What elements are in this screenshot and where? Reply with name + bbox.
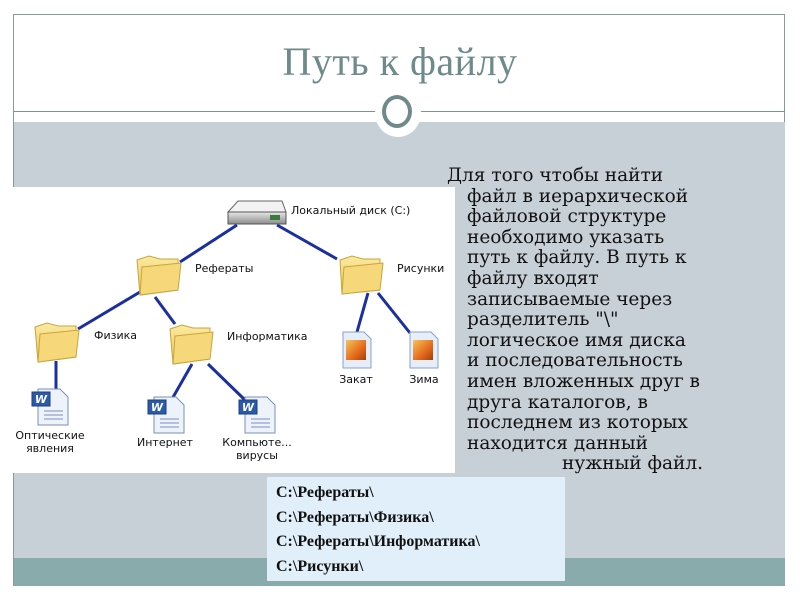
connector-line [179,223,238,264]
svg-text:W: W [242,401,255,414]
slide-title: Путь к файлу [282,39,518,84]
path-example: C:\Рефераты\Информатика\ [276,533,480,550]
image-file-icon [342,331,372,369]
connector-line [355,292,370,333]
description-line: необходимо указать [467,226,665,248]
connector-line [276,223,338,261]
description-line: разделитель "\" [467,309,619,331]
path-example: C:\Рисунки\ [276,557,364,575]
description-line: логическое имя диска [467,329,686,351]
file-label-line: Оптические [15,429,85,442]
file-label-line: явления [26,442,74,455]
word-document-icon: W [31,388,69,426]
file-label: Интернет [125,436,205,449]
file-label-line: Закат [339,373,373,386]
connector-lines [54,223,412,402]
circle-ornament-icon [382,95,412,128]
svg-text:W: W [151,401,164,414]
file-label-line: Компьюте... [222,436,292,449]
drive-label: Локальный диск (C:) [291,204,411,217]
connector-line [206,362,247,402]
path-example: C:\Рефераты\Физика\ [276,508,434,526]
folder-label: Физика [94,329,138,342]
description-line: нужный файл. [562,453,703,475]
description-line: друга каталогов, в [467,391,648,413]
description-line: файлу входят [467,267,599,289]
description-line: записываемые через [467,288,673,310]
connector-line [170,363,194,400]
path-examples-box: C:\Рефераты\ C:\Рефераты\Физика\ C:\Рефе… [267,477,565,581]
image-file-icon [409,331,439,369]
tree-connectors: W W W [31,200,439,434]
connector-line [153,296,177,325]
description-text: Для того чтобы найти файл в иерархическо… [447,165,767,475]
folder-label: Информатика [227,330,308,343]
svg-text:W: W [35,393,48,406]
path-example: C:\Рефераты\ [276,484,374,501]
hard-drive-icon [226,200,287,225]
description-line: находится данный [467,432,648,454]
folder-icon [169,324,214,365]
folder-label: Рефераты [195,262,254,275]
description-line: файловой структуре [467,206,667,228]
file-label: Компьюте... вирусы [212,436,302,462]
description-line: Для того чтобы найти [447,165,664,186]
connector-line [77,290,141,331]
file-label-line: Интернет [137,436,193,449]
word-document-icon: W [238,396,276,434]
file-label-line: Зима [409,373,439,386]
word-document-icon: W [147,396,185,434]
file-label-line: вирусы [236,449,278,462]
folder-icon [34,322,80,363]
description-line: имен вложенных друг в [467,370,700,392]
file-label: Оптические явления [5,429,95,455]
description-line: путь к файлу. В путь к [467,247,687,269]
folder-icon [339,255,384,295]
description-line: файл в иерархической [467,185,689,207]
connector-line [376,292,412,334]
file-label: Закат [326,373,386,386]
folder-label: Рисунки [397,262,445,275]
description-line: последнем из которых [467,412,688,434]
description-line: и последовательность [467,350,683,372]
file-label: Зима [394,373,454,386]
file-tree-diagram: W W W Локальный диск (C:) Рефераты Рисун… [0,187,455,473]
folder-icon [136,255,182,296]
